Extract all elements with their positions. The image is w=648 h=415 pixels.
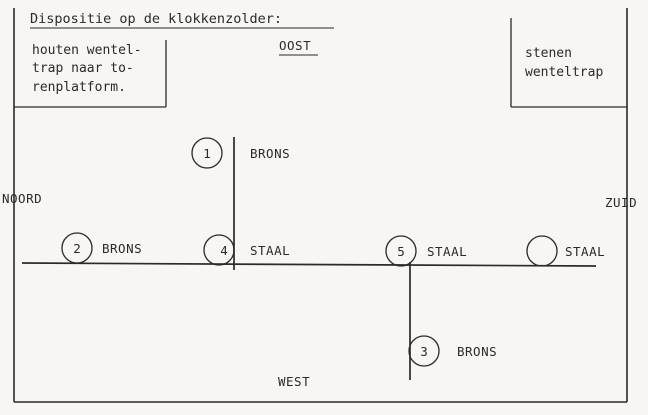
bell-1-number: 1 (203, 146, 211, 161)
right-note-line-2: wenteltrap (525, 65, 603, 80)
direction-south-label: ZUID (605, 195, 637, 210)
bell-3-number: 3 (420, 344, 428, 359)
bell-1-circle (191, 137, 223, 169)
bell-3-material: BRONS (457, 344, 497, 359)
bell-1-material: BRONS (250, 146, 290, 161)
bell-3: 3 BRONS (408, 335, 497, 367)
left-note-line-2: trap naar to- (32, 61, 134, 76)
bell-2: 2 BRONS (61, 232, 142, 264)
bell-4-material: STAAL (250, 243, 290, 258)
bell-4-number: 4 (220, 243, 228, 258)
bell-4-circle (203, 234, 235, 266)
bell-2-material: BRONS (102, 241, 142, 256)
bell-5-circle (385, 235, 417, 267)
left-note-line-3: renplatform. (32, 80, 126, 95)
bell-5-number: 5 (397, 244, 405, 259)
bell-2-circle (61, 232, 93, 264)
bell-2-number: 2 (73, 241, 81, 256)
bell-1: 1 BRONS (191, 137, 290, 169)
bell-3-circle (408, 335, 440, 367)
bell-5-material: STAAL (427, 244, 467, 259)
bell-4: 4 STAAL (203, 234, 290, 266)
direction-east-label: OOST (279, 38, 311, 53)
direction-west-label: WEST (278, 374, 310, 389)
left-note-line-1: houten wentel- (32, 43, 142, 58)
main-beam-line (21, 262, 597, 267)
right-note-line-1: stenen (525, 46, 572, 61)
bell-5: 5 STAAL (385, 235, 467, 267)
bell-unnumbered: STAAL (526, 235, 605, 267)
bell-unnumbered-circle (526, 235, 558, 267)
diagram-title: Dispositie op de klokkenzolder: (30, 11, 282, 27)
bell-unnumbered-material: STAAL (565, 244, 605, 259)
direction-north-label: NOORD (2, 191, 42, 206)
